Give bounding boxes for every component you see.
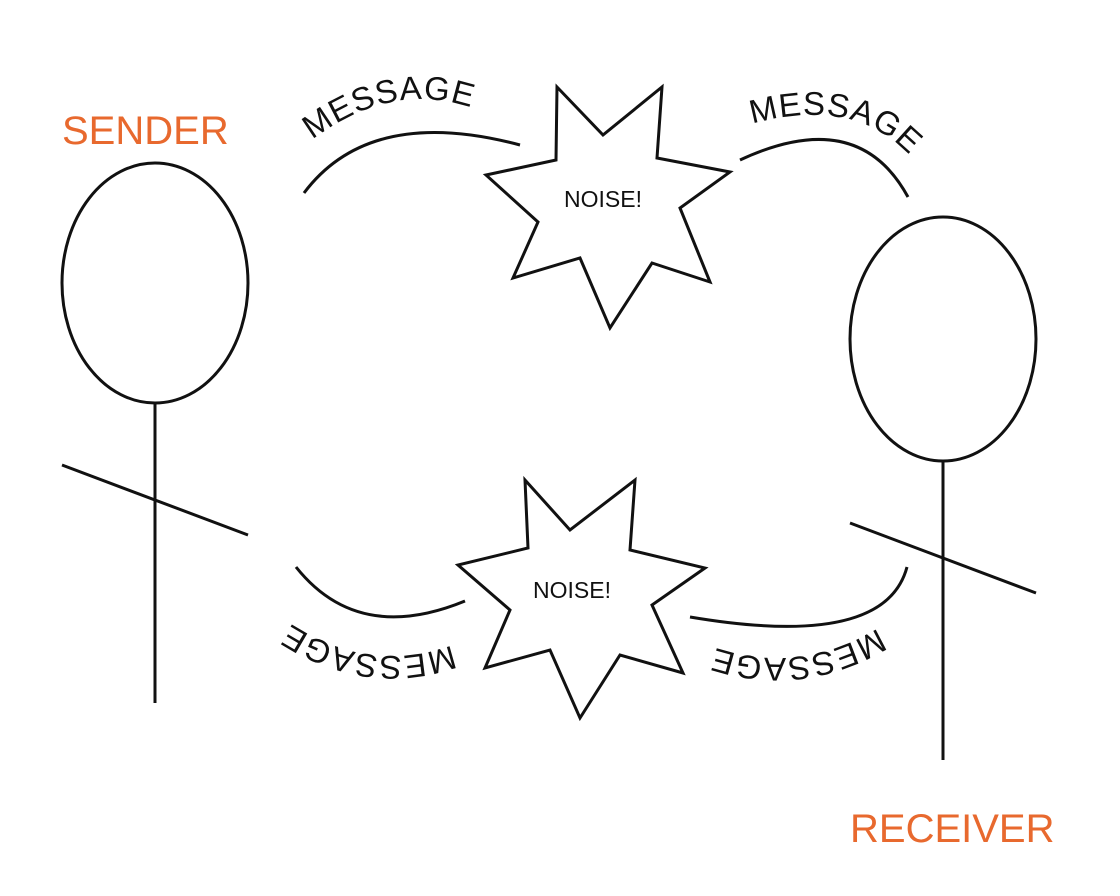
sender-figure [60,161,250,703]
receiver-figure [848,215,1038,760]
receiver-arms [849,521,1037,595]
sender-head [60,161,250,405]
message-arc-top-left [302,131,521,194]
message-arc-bottom-right [689,566,909,628]
noise-star-top [482,83,734,332]
noise-star-bottom [454,475,709,722]
message-label-bottom-right: MESSAGE [706,622,892,688]
receiver-head [848,215,1038,463]
noise-label-top: NOISE! [564,186,642,212]
message-label-bottom-right-text: MESSAGE [706,622,891,688]
message-label-top-right-text: MESSAGE [746,85,930,161]
sender-label: SENDER [62,109,229,153]
message-label-bottom-left: MESSAGE [275,617,461,686]
noise-label-bottom: NOISE! [533,577,611,603]
message-arc-top-right [739,138,910,198]
message-label-bottom-left-text: MESSAGE [275,617,460,686]
sender-arms [61,463,249,537]
message-label-top-right: MESSAGE [746,85,931,161]
message-arc-bottom-left [294,566,466,619]
receiver-label: RECEIVER [850,807,1055,851]
